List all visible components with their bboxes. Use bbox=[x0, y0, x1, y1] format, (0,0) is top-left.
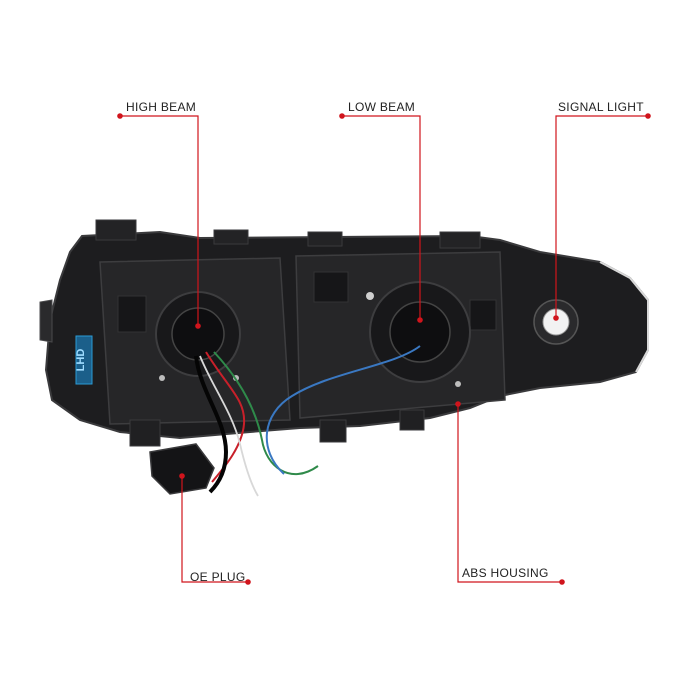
abs-housing-callout-dot bbox=[559, 579, 565, 585]
side-bracket bbox=[39, 299, 53, 343]
mounting-tab bbox=[439, 231, 481, 249]
high-beam-callout-line bbox=[120, 115, 199, 326]
screw bbox=[455, 381, 461, 387]
high-beam-callout-dot bbox=[117, 113, 123, 119]
low-beam-callout-dot bbox=[339, 113, 345, 119]
lhd-sticker-text: LHD bbox=[75, 349, 87, 372]
screw bbox=[159, 375, 165, 381]
high-beam-label: HIGH BEAM bbox=[126, 100, 197, 114]
lens-edge bbox=[599, 261, 649, 373]
low-beam-target-dot bbox=[417, 317, 423, 323]
signal-light-target-dot bbox=[553, 315, 559, 321]
screw bbox=[366, 292, 374, 300]
mounting-tab bbox=[95, 219, 137, 241]
wire-blue bbox=[265, 345, 421, 475]
wire-black bbox=[194, 355, 229, 494]
oe-plug-label: OE PLUG bbox=[190, 570, 246, 584]
housing-block bbox=[313, 271, 349, 303]
mounting-foot bbox=[129, 419, 161, 447]
low-beam-label: LOW BEAM bbox=[348, 100, 416, 114]
mounting-foot bbox=[399, 409, 425, 431]
signal-light-callout-line bbox=[555, 115, 648, 318]
oe-plug-callout-line bbox=[181, 476, 248, 583]
wire-green bbox=[213, 351, 319, 476]
callout-lines bbox=[120, 115, 648, 583]
oe-plug-callout-dot bbox=[245, 579, 251, 585]
abs-housing-target-dot bbox=[455, 401, 461, 407]
oe-plug-body bbox=[149, 443, 215, 495]
callout-dots bbox=[117, 113, 651, 585]
oe-plug-target-dot bbox=[179, 473, 185, 479]
low-beam-callout-line bbox=[342, 115, 421, 320]
mounting-tab bbox=[213, 229, 249, 245]
housing-block bbox=[469, 299, 497, 331]
abs-housing-callout-line bbox=[457, 404, 562, 583]
signal-light-label: SIGNAL LIGHT bbox=[558, 100, 644, 114]
lhd-sticker bbox=[75, 335, 93, 385]
abs-housing-label: ABS HOUSING bbox=[462, 566, 549, 580]
high-beam-target-dot bbox=[195, 323, 201, 329]
mounting-foot bbox=[319, 419, 347, 443]
wire-white bbox=[199, 355, 259, 497]
housing-block bbox=[117, 295, 147, 333]
mounting-tab bbox=[307, 231, 343, 247]
signal-light-callout-dot bbox=[645, 113, 651, 119]
